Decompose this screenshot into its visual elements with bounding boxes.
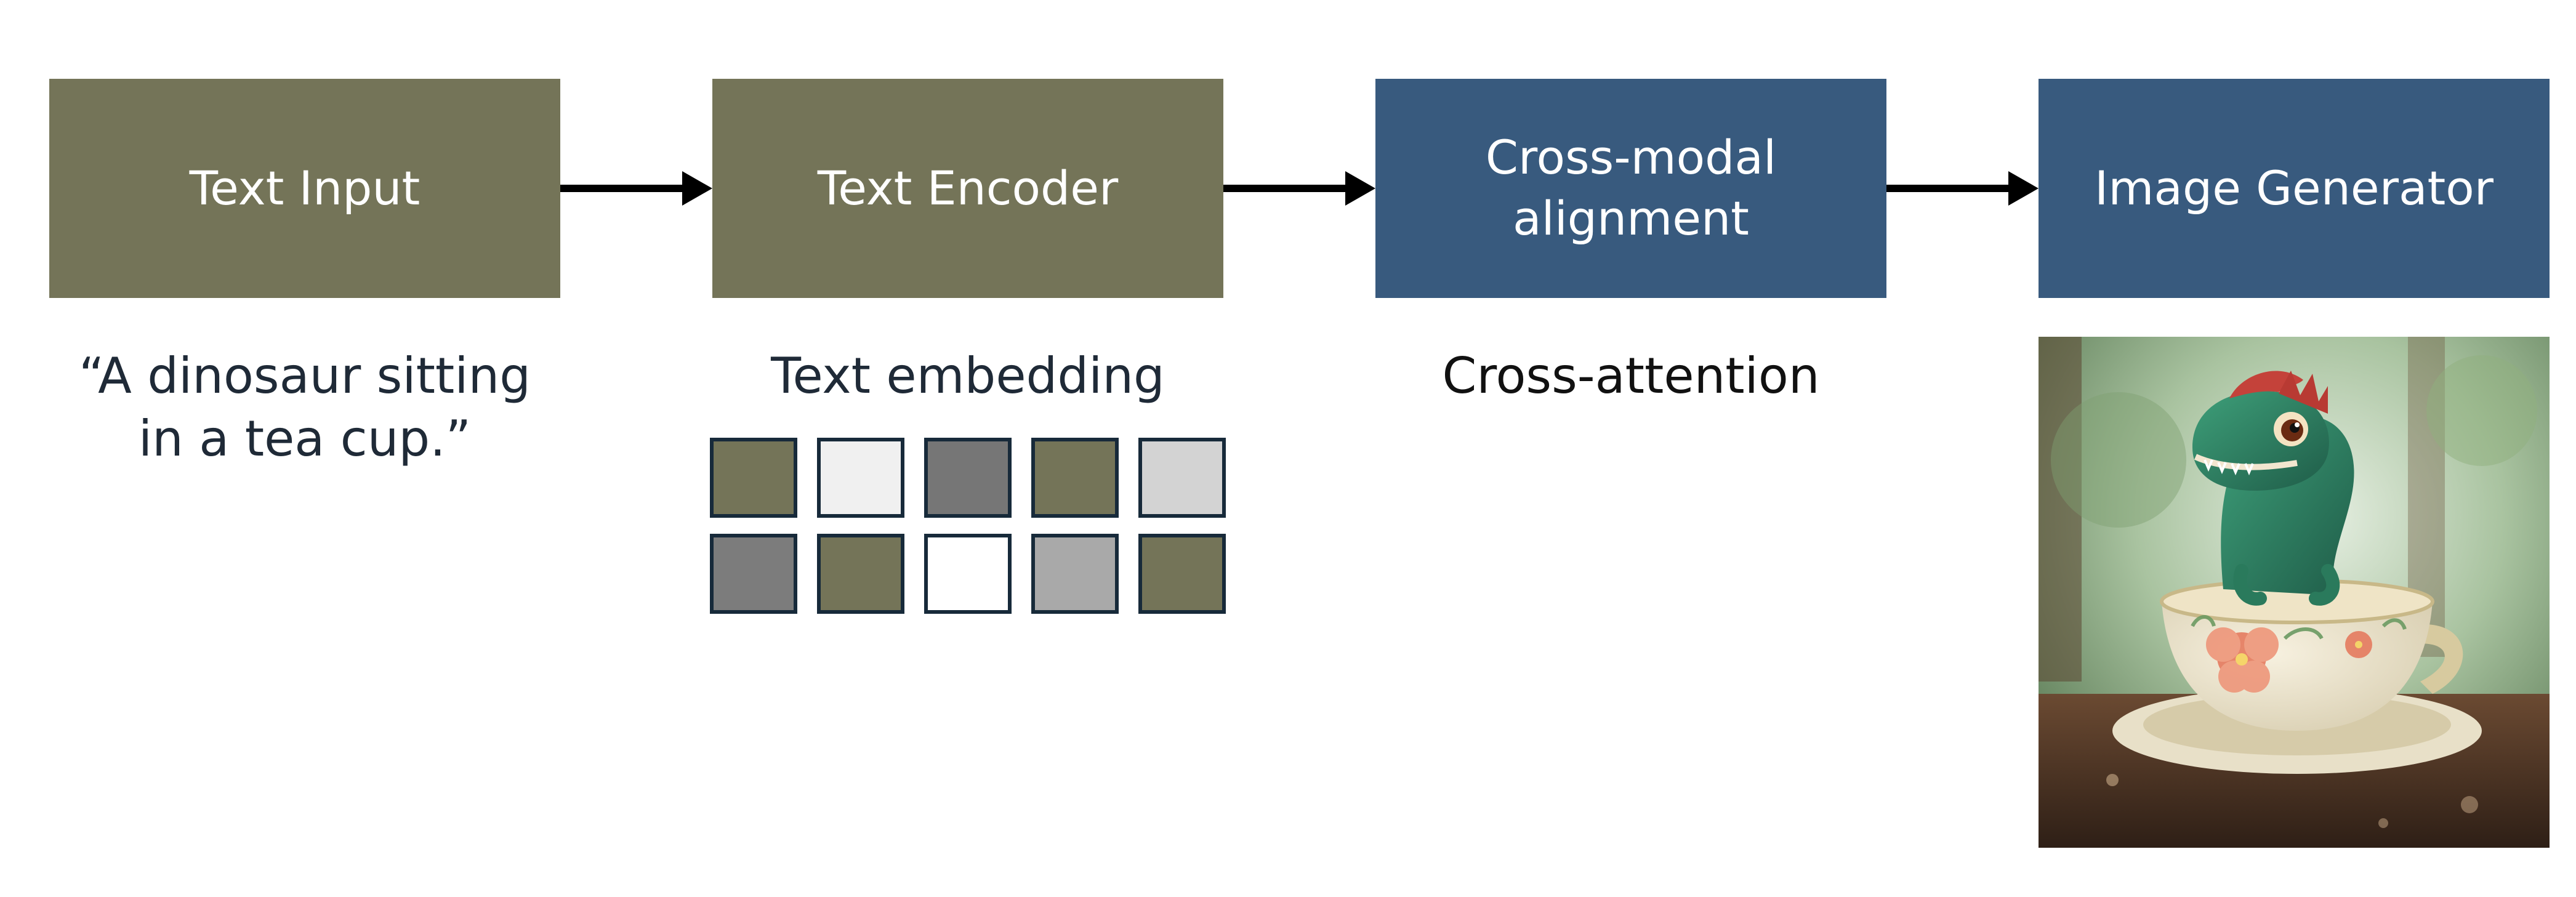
arrow-alignment-to-generator: [1886, 171, 2039, 206]
embedding-cell: [1031, 438, 1119, 518]
embedding-cell: [1031, 534, 1119, 614]
embedding-cell: [924, 534, 1012, 614]
embedding-cell: [710, 438, 797, 518]
text-input-box: Text Input: [49, 79, 560, 298]
arrow-input-to-encoder: [560, 171, 712, 206]
embedding-cell: [817, 534, 904, 614]
image-generator-box: Image Generator: [2039, 79, 2550, 298]
arrow-encoder-to-alignment: [1223, 171, 1375, 206]
embedding-grid: [710, 438, 1226, 614]
embedding-cell: [817, 438, 904, 518]
cross-attention-caption: Cross-attention: [1442, 347, 1820, 404]
embedding-cell: [1138, 438, 1226, 518]
generated-dinosaur-image: [2039, 337, 2550, 848]
dinosaur-teacup-illustration: [2039, 337, 2550, 848]
text-embedding-caption: Text embedding: [771, 347, 1165, 404]
embedding-cell: [924, 438, 1012, 518]
input-prompt-caption: “A dinosaur sitting in a tea cup.”: [78, 347, 531, 468]
embedding-cell: [1138, 534, 1226, 614]
cross-modal-alignment-box: Cross-modal alignment: [1375, 79, 1886, 298]
text-encoder-box: Text Encoder: [712, 79, 1223, 298]
embedding-cell: [710, 534, 797, 614]
